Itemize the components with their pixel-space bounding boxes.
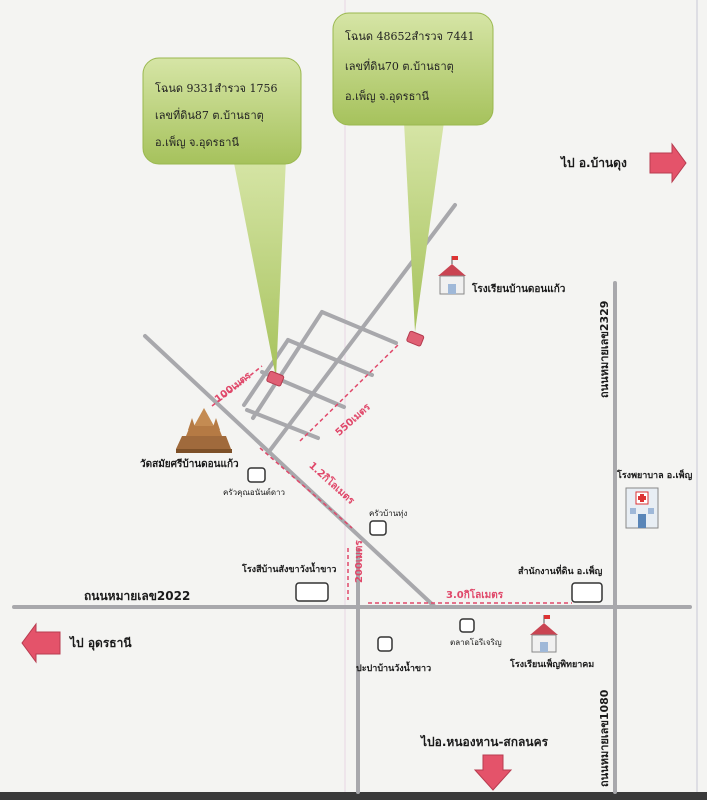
distance-line-550m (299, 344, 399, 442)
school-donkaew-label: โรงเรียนบ้านดอนแก้ว (471, 282, 566, 295)
gas-station-label: โรงสีบ้านสังขาวังน้ำขาว (241, 562, 336, 575)
callout-left-pointer (233, 158, 286, 378)
road-label-2022: ถนนหมายเลข2022 (84, 589, 190, 603)
diagonal-main-road (143, 334, 437, 609)
grid-road-4 (245, 408, 320, 440)
bottom-bar (0, 792, 707, 800)
temple: วัดสมัยศรีบ้านดอนแก้ว (140, 408, 239, 470)
callout-left-line2: เลขที่ดิน87 ต.บ้านธาตุ (155, 107, 264, 122)
temple-label: วัดสมัยศรีบ้านดอนแก้ว (140, 458, 239, 470)
arrow-to-ban-dung: ไป อ.บ้านดุง (559, 142, 687, 184)
direction-nongkhai: ไปอ.หนองหาน-สกลนคร (419, 734, 549, 749)
post-office-label: ปะปาบ้านวังน้ำขาว (356, 661, 431, 674)
callout-left-line1: โฉนด 9331สำรวจ 1756 (155, 81, 277, 95)
callout-left-line3: อ.เพ็ญ จ.อุดรธานี (155, 135, 239, 149)
arrow-right-icon (649, 142, 687, 184)
grid-road-5 (251, 310, 324, 420)
khrua-ban-thung-marker (369, 520, 387, 536)
distance-label-3km: 3.0กิโลเมตร (446, 588, 504, 601)
hospital-label: โรงพยาบาล อ.เพ็ญ (616, 468, 693, 481)
distance-line-100m (211, 365, 263, 407)
callout-right-line3: อ.เพ็ญ จ.อุดรธานี (345, 89, 429, 103)
school-icon (530, 615, 558, 653)
school-phen-label: โรงเรียนเพ็ญพิทยาคม (509, 657, 594, 670)
land-office-marker (571, 582, 603, 603)
callout-right: โฉนด 48652สำรวจ 7441 เลขที่ดิน70 ต.บ้านธ… (332, 12, 494, 332)
callout-left: โฉนด 9331สำรวจ 1756 เลขที่ดิน87 ต.บ้านธา… (142, 57, 302, 378)
hospital-icon (625, 487, 659, 529)
arrow-left-icon (21, 622, 61, 664)
callout-left-box (142, 57, 302, 165)
callout-right-pointer (404, 122, 444, 332)
grid-road-6 (242, 338, 290, 407)
direction-ban-dung: ไป อ.บ้านดุง (559, 155, 627, 171)
building-markers (247, 467, 603, 652)
callout-right-box (332, 12, 494, 126)
direction-udon: ไป อุดรธานี (68, 635, 132, 651)
khrua-ban-thung-label: ครัวบ้านทุ่ง (369, 509, 407, 518)
distance-lines (211, 344, 572, 604)
market-label: ตลาดโอรีเจริญ (450, 637, 502, 647)
arrow-to-nongkhai: ไปอ.หนองหาน-สกลนคร (419, 734, 549, 791)
grid-road-1 (320, 310, 398, 345)
temple-icon (176, 408, 232, 453)
gas-station-marker (295, 582, 329, 602)
distance-label-200m: 200เมตร (354, 540, 365, 583)
school-donkaew: โรงเรียนบ้านดอนแก้ว (438, 256, 566, 295)
road-label-1080: ถนนหมายเลข1080 (598, 689, 611, 787)
khrua-thongkhun-label: ครัวคุณอนันต์ดาว (223, 487, 285, 497)
arrow-down-icon (473, 754, 513, 791)
khrua-thongkhun-marker (247, 467, 266, 483)
school-phen: โรงเรียนเพ็ญพิทยาคม (509, 615, 594, 670)
parcel-marker-left (266, 370, 285, 387)
land-office-label: สำนักงานที่ดิน อ.เพ็ญ (518, 564, 603, 577)
arrow-to-udon: ไป อุดรธานี (21, 622, 132, 664)
distance-line-1-2km (259, 447, 353, 529)
hospital: โรงพยาบาล อ.เพ็ญ (616, 468, 693, 529)
callout-right-line2: เลขที่ดิน70 ต.บ้านธาตุ (345, 58, 454, 73)
market-marker (459, 618, 475, 633)
school-icon (438, 256, 466, 295)
callout-right-line1: โฉนด 48652สำรวจ 7441 (345, 29, 474, 43)
parcel-marker-right (406, 330, 425, 347)
post-office-marker (377, 636, 393, 652)
road-label-2329: ถนนหมายเลข2329 (598, 301, 611, 398)
